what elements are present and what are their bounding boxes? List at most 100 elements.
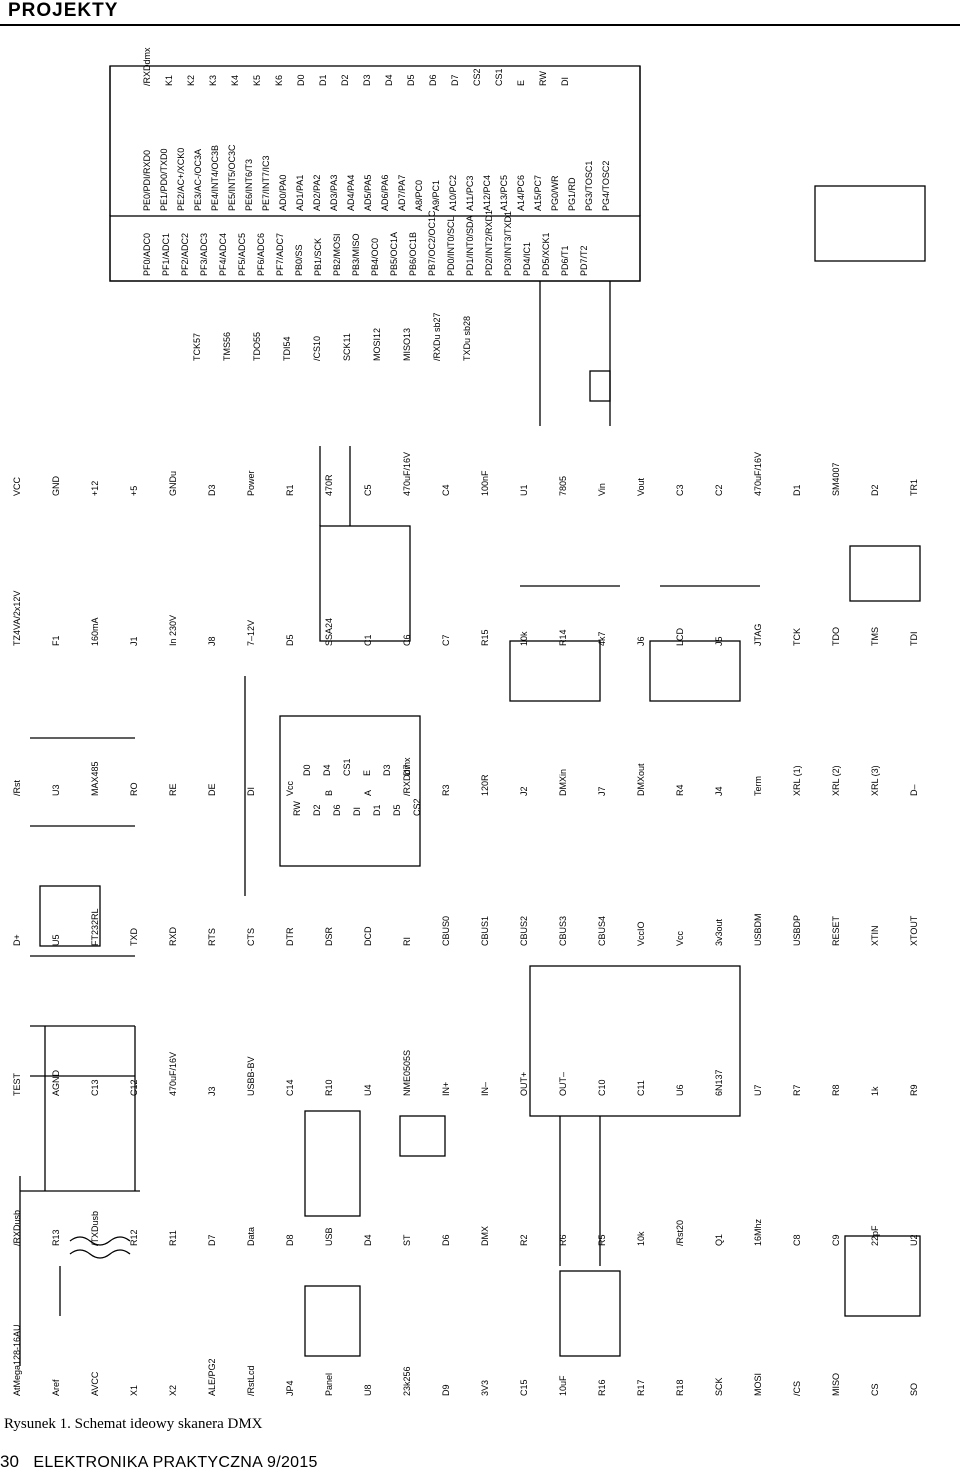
header-rule xyxy=(0,24,960,26)
mcu-pin-label: AD1/PA1 xyxy=(295,175,305,211)
mcu-pin-label: PB7/OC2/OC1C xyxy=(427,210,437,276)
mcu-pin-label: PB4/OC0 xyxy=(370,238,380,276)
schematic-label: TCK xyxy=(792,628,802,646)
schematic-label: C7 xyxy=(441,634,451,646)
mcu-pin-label: PD3/INT3/TXD1 xyxy=(503,211,513,276)
schematic-label: DMX xyxy=(480,1226,490,1246)
lcd-pin-label: CS2 xyxy=(412,798,422,816)
schematic-label: CBUS2 xyxy=(519,916,529,946)
schematic-label: /Rst20 xyxy=(675,1220,685,1246)
schematic-label: SM4007 xyxy=(831,462,841,496)
mcu-pin-label: PG4/TOSC2 xyxy=(601,161,611,211)
schematic-label: B xyxy=(324,790,334,796)
schematic-label: U3 xyxy=(51,784,61,796)
schematic-label: Vout xyxy=(636,477,646,496)
mcu-pin-label: PE4/INT4/OC3B xyxy=(210,145,220,211)
lcd-pin-label: E xyxy=(362,770,372,776)
schematic-label: GND xyxy=(51,476,61,497)
mcu-pin-label: PD7/T2 xyxy=(579,245,589,276)
schematic-label: ALE/PG2 xyxy=(207,1358,217,1396)
schematic-label: D9 xyxy=(441,1384,451,1396)
schematic-label: Data xyxy=(246,1227,256,1246)
schematic-label: 10k xyxy=(636,1231,646,1246)
mcu-pin-label: A8/PC0 xyxy=(414,180,424,211)
schematic-label: D5 xyxy=(285,634,295,646)
schematic-label: DCD xyxy=(363,926,373,946)
net-label: K5 xyxy=(252,75,262,86)
schematic-label: D– xyxy=(909,784,919,796)
net-label: /RXDdmx xyxy=(142,47,152,86)
schematic-label: C12 xyxy=(129,1079,139,1096)
schematic-label: TEST xyxy=(12,1072,22,1096)
schematic-label: /TXDusb xyxy=(90,1211,100,1246)
schematic-label: +5 xyxy=(129,486,139,496)
schematic-label: CBUS0 xyxy=(441,916,451,946)
schematic-label: TR1 xyxy=(909,479,919,496)
schematic-label: U7 xyxy=(753,1084,763,1096)
schematic-label: MAX485 xyxy=(90,761,100,796)
magazine-name: ELEKTRONIKA PRAKTYCZNA 9/2015 xyxy=(33,1454,318,1471)
schematic-label: X2 xyxy=(168,1385,178,1396)
mcu-pin-label: PF3/ADC3 xyxy=(199,233,209,276)
mcu-pin-label: PF5/ADC5 xyxy=(237,233,247,276)
schematic-label: In 230V xyxy=(168,615,178,646)
schematic-label: 22pF xyxy=(870,1225,880,1246)
lcd-pin-label: D7 xyxy=(402,764,412,776)
schematic-label: R1 xyxy=(285,484,295,496)
mcu-pin-label: PE0/PDI/RXD0 xyxy=(142,150,152,211)
schematic-label: R3 xyxy=(441,784,451,796)
schematic-label: JTAG xyxy=(753,624,763,646)
schematic-label: SCK xyxy=(714,1377,724,1396)
schematic-label: R14 xyxy=(558,629,568,646)
schematic-label: R16 xyxy=(597,1379,607,1396)
schematic-label: +12 xyxy=(90,481,100,496)
net-label: TMS56 xyxy=(222,332,232,361)
mcu-pin-label: PE2/AC+/XCK0 xyxy=(176,148,186,211)
schematic-label: D4 xyxy=(363,1234,373,1246)
schematic-label: R13 xyxy=(51,1229,61,1246)
schematic-label: J2 xyxy=(519,786,529,796)
mcu-pin-label: PF7/ADC7 xyxy=(275,233,285,276)
schematic-label: 470uF/16V xyxy=(168,1052,178,1096)
mcu-pin-label: AD3/PA3 xyxy=(329,175,339,211)
schematic-label: 6N137 xyxy=(714,1069,724,1096)
schematic-label: DTR xyxy=(285,927,295,946)
schematic-label: 470R xyxy=(324,474,334,496)
schematic-label: C5 xyxy=(363,484,373,496)
schematic-label: RXD xyxy=(168,926,178,946)
schematic-label: 3v3out xyxy=(714,918,724,946)
schematic-label: F1 xyxy=(51,635,61,646)
net-label: MOSI12 xyxy=(372,328,382,361)
net-label: DI xyxy=(560,77,570,86)
schematic-label: 120R xyxy=(480,774,490,796)
schematic-label: U8 xyxy=(363,1384,373,1396)
schematic-label: RO xyxy=(129,783,139,797)
schematic-label: C14 xyxy=(285,1079,295,1096)
net-label: K2 xyxy=(186,75,196,86)
schematic-label: 100nF xyxy=(480,470,490,496)
schematic-label: DMXout xyxy=(636,763,646,796)
schematic-label: CTS xyxy=(246,928,256,946)
schematic-label: RE xyxy=(168,783,178,796)
schematic-label: CS xyxy=(870,1383,880,1396)
schematic-label: DI xyxy=(246,787,256,796)
schematic-label: RTS xyxy=(207,928,217,946)
schematic-label: CBUS4 xyxy=(597,916,607,946)
schematic-label: R8 xyxy=(831,1084,841,1096)
schematic-label: D1 xyxy=(792,484,802,496)
schematic-label: C9 xyxy=(831,1234,841,1246)
schematic-label: 4k7 xyxy=(597,631,607,646)
schematic-label: XTIN xyxy=(870,925,880,946)
mcu-pin-label: PB0/SS xyxy=(294,244,304,276)
mcu-pin-label: PE7/INT7/IC3 xyxy=(261,155,271,211)
schematic-label: SO xyxy=(909,1383,919,1396)
mcu-pin-label: PG0/WR xyxy=(550,175,560,211)
net-label: D2 xyxy=(340,74,350,86)
schematic-label: /CS xyxy=(792,1381,802,1396)
net-label: K1 xyxy=(164,75,174,86)
schematic-label: XRL (3) xyxy=(870,765,880,796)
page-header: PROJEKTY xyxy=(0,0,960,26)
schematic-label: D8 xyxy=(285,1234,295,1246)
lcd-pin-label: RW xyxy=(292,801,302,816)
schematic-label: U6 xyxy=(675,1084,685,1096)
